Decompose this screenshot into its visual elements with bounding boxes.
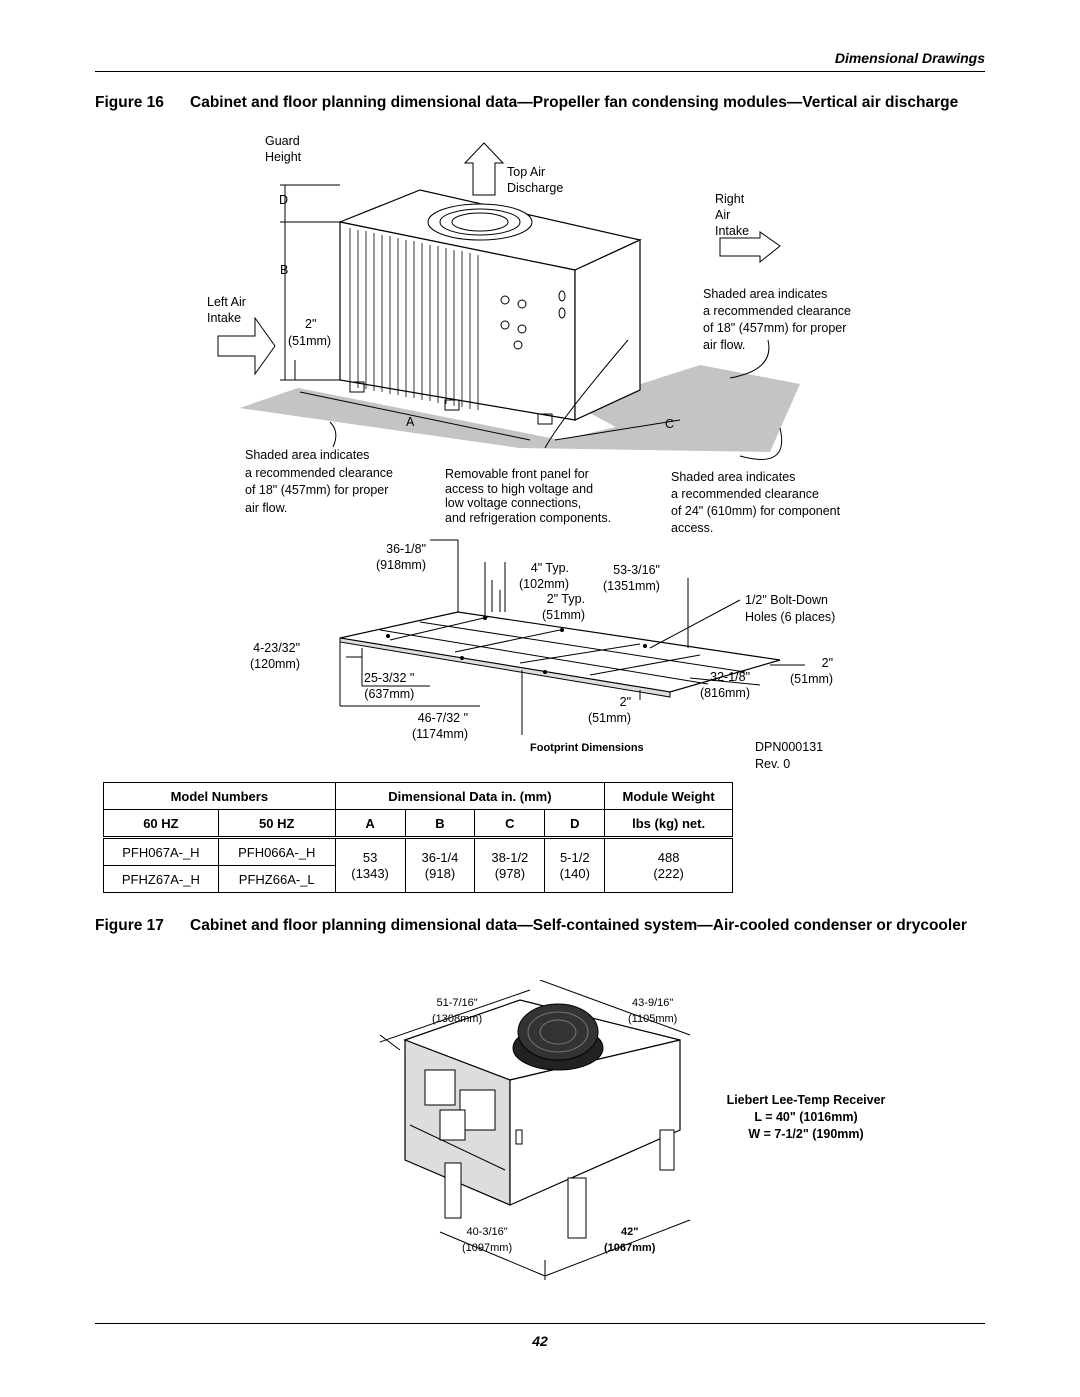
note-left-clearance: Shaded area indicates a recommended clea… [245,448,393,515]
cooler-side [509,1039,681,1206]
th-60hz: 60 HZ [103,809,219,838]
label-a: A [406,415,415,429]
dim-53-3-16: 53-3/16" (1351mm) [603,563,660,593]
label-top-air: Top Air Discharge [507,165,564,195]
top-air-arrow [463,142,505,196]
dim-4-23-32: 4-23/32" (120mm) [250,641,301,671]
th-b: B [404,809,476,838]
label-2in: 2" [305,317,317,331]
dimension-table: Model Numbers Dimensional Data in. (mm) … [103,782,733,893]
dim-32-1-8: 32-1/8" (816mm) [700,670,751,700]
footprint-plan [339,539,805,735]
cell-weight: 488 (222) [604,836,733,893]
figure16-drawing [217,142,805,735]
th-50hz: 50 HZ [217,809,336,838]
coil-grille [349,228,479,410]
cell-b: 36-1/4 (918) [404,836,476,893]
receiver-title: Liebert Lee-Temp Receiver [726,1093,886,1107]
figure17-drawing [379,980,691,1280]
section-header: Dimensional Drawings [834,50,985,66]
th-c: C [474,809,546,838]
figure16-caption: Figure 16 Cabinet and floor planning dime… [95,93,985,112]
note-right-clearance: Shaded area indicates a recommended clea… [703,287,851,352]
label-b: B [280,263,289,277]
fan-guard [427,203,533,241]
label-guard-height: Guard Height [265,134,302,164]
cell-a: 53 (1343) [334,836,406,893]
cell-50hz-row1: PFH066A-_H [217,836,336,866]
cell-60hz-row2: PFHZ67A-_H [103,865,219,893]
label-2mm: (51mm) [288,334,332,348]
drawing-number: DPN000131 Rev. 0 [755,740,824,771]
figure17-title: Cabinet and floor planning dimensional d… [190,917,967,934]
dim-51-7-16: 51-7/16" (1308mm) [432,997,483,1025]
dim-4-typ: 4" Typ. (102mm) [519,561,570,591]
right-air-arrow [719,231,781,264]
cell-60hz-row1: PFH067A-_H [103,836,219,866]
th-lbs-kg: lbs (kg) net. [604,809,733,838]
dim-40-3-16: 40-3/16" (1097mm) [462,1226,513,1254]
label-right-air: Right Air Intake [715,192,750,238]
figure17-number: Figure 17 [95,917,164,934]
th-module-weight: Module Weight [604,782,733,810]
receiver-length: L = 40" (1016mm) [754,1110,858,1124]
dim-42: 42" (1067mm) [604,1226,656,1254]
cell-c: 38-1/2 (978) [474,836,546,893]
footer-rule [95,1323,985,1324]
dim-c-line [554,419,681,441]
leg-front-left [444,1162,462,1219]
figure16-number: Figure 16 [95,94,164,111]
dim-46-7-32: 46-7/32 " (1174mm) [412,711,469,741]
figure16-title: Cabinet and floor planning dimensional d… [190,94,959,111]
page-number: 42 [532,1333,548,1349]
header-rule [95,71,985,72]
dim-43-9-16: 43-9/16" (1105mm) [628,997,678,1025]
right-clearance-area [575,365,800,440]
footprint-caption: Footprint Dimensions [530,742,644,754]
dim-2-side: 2" (51mm) [790,656,834,686]
label-left-air: Left Air Intake [207,295,246,325]
th-dimensional-data: Dimensional Data in. (mm) [334,782,606,810]
leg-front-right [567,1177,587,1239]
th-model-numbers: Model Numbers [103,782,336,810]
left-air-arrow [217,316,276,376]
dim-36-1-8: 36-1/8" (918mm) [376,542,427,572]
label-d: D [279,193,289,207]
unit-side [574,239,641,421]
panel-leader [544,339,629,449]
th-d: D [544,809,606,838]
dim-2-typ: 2" Typ. (51mm) [542,592,586,622]
note-removable-panel: Removable front panel for access to high… [445,467,612,525]
note-bolt-down-holes: 1/2" Bolt-Down Holes (6 places) [745,593,836,624]
dim-25-3-32: 25-3/32 " (637mm) [364,671,415,701]
dim-a-line [299,391,531,441]
receiver-width: W = 7-1/2" (190mm) [748,1127,864,1141]
cell-d: 5-1/2 (140) [544,836,606,893]
dim-2-front: 2" (51mm) [588,695,632,725]
figure17-caption: Figure 17 Cabinet and floor planning dime… [95,916,985,935]
leg-back-right [659,1129,675,1171]
th-a: A [334,809,406,838]
cell-50hz-row2: PFHZ66A-_L [217,865,336,893]
label-c: C [665,417,675,431]
note-front-clearance: Shaded area indicates a recommended clea… [671,470,841,535]
